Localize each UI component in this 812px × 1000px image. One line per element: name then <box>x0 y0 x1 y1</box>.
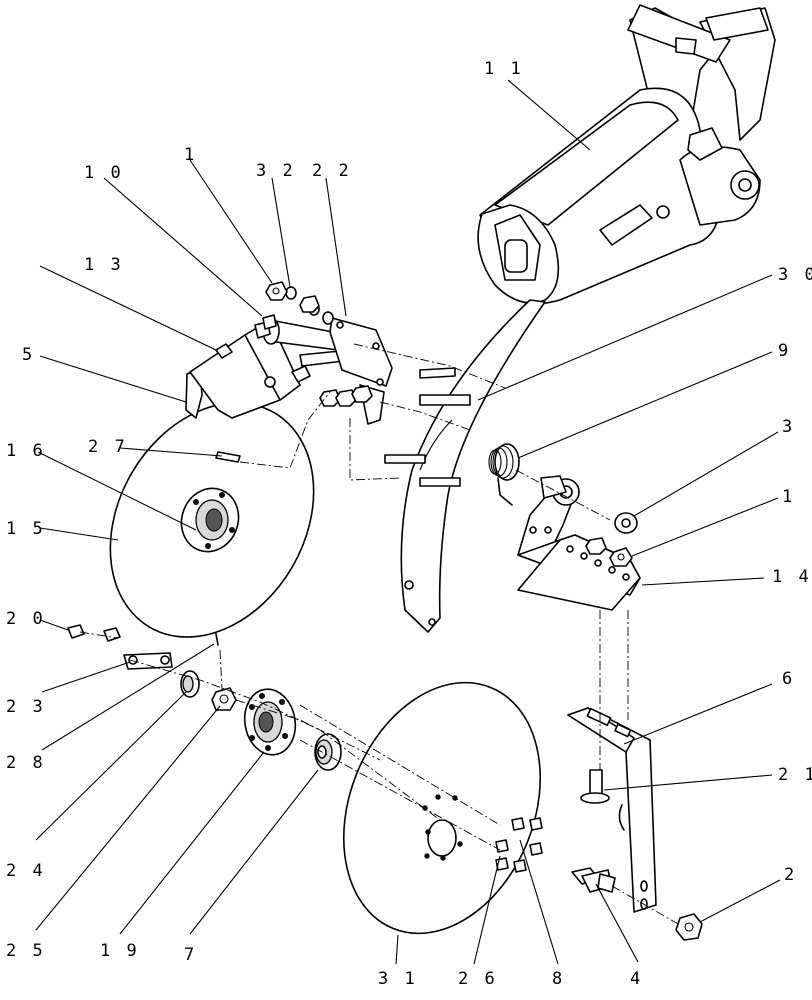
leader-6 <box>623 683 773 745</box>
leader-26 <box>473 855 501 965</box>
part-2-nut <box>675 913 703 941</box>
leader-1-top <box>189 159 273 284</box>
leader-32 <box>271 177 291 288</box>
leader-22 <box>325 177 347 317</box>
arm-nuts-lower <box>319 385 373 407</box>
callout-26: 2 6 <box>458 969 498 989</box>
callout-5: 5 <box>22 345 35 365</box>
callout-27: 2 7 <box>88 437 128 457</box>
leader-13 <box>39 265 217 351</box>
part-26-8-nuts <box>495 817 543 873</box>
callout-3: 3 <box>782 417 795 437</box>
callout-20: 2 0 <box>6 609 46 629</box>
callout-4: 4 <box>630 969 643 989</box>
leader-24 <box>35 691 187 841</box>
leader-28 <box>41 643 215 751</box>
callout-25: 2 5 <box>6 941 46 961</box>
part-14-bracket <box>517 475 641 611</box>
callout-7: 7 <box>184 945 197 965</box>
leader-31 <box>395 934 399 965</box>
callout-21: 2 1 <box>778 765 812 785</box>
part-21-bolt <box>580 769 610 804</box>
callout-14: 1 4 <box>772 567 812 587</box>
part-24-seal <box>180 670 200 698</box>
callout-labels: 1 1 3 0 9 3 1 1 4 6 2 1 2 4 8 2 6 3 1 7 … <box>6 59 812 989</box>
part-19-hub <box>243 688 297 756</box>
part-3-washer <box>614 512 638 534</box>
leader-5 <box>39 355 187 403</box>
part-13-bracket <box>189 319 301 419</box>
leader-11 <box>507 79 591 151</box>
leader-27 <box>119 447 223 457</box>
part-6-depth-bracket <box>567 707 657 913</box>
callout-13: 1 3 <box>84 255 124 275</box>
part-20-bolts <box>67 624 121 642</box>
leader-14 <box>641 577 765 586</box>
leader-19 <box>119 751 265 935</box>
callout-15: 1 5 <box>6 519 46 539</box>
leader-16 <box>37 451 197 531</box>
callout-8: 8 <box>552 969 565 989</box>
leader-10 <box>103 177 263 317</box>
leader-3 <box>633 431 779 517</box>
callout-32: 3 2 <box>256 161 296 181</box>
leader-21 <box>603 774 773 791</box>
part-25-nut <box>211 687 237 711</box>
callout-19: 1 9 <box>100 941 140 961</box>
callout-9: 9 <box>778 341 791 361</box>
leader-8 <box>519 839 559 965</box>
leader-4 <box>595 883 639 963</box>
callout-28: 2 8 <box>6 753 46 773</box>
leader-30 <box>477 274 773 401</box>
callout-2: 2 <box>784 865 797 885</box>
leader-1-right <box>631 497 779 557</box>
callout-1-top: 1 <box>184 145 197 165</box>
leader-15 <box>39 527 119 541</box>
callout-24: 2 4 <box>6 861 46 881</box>
part-11-cylinder-holder <box>477 4 776 305</box>
part-16-hub <box>180 487 240 553</box>
callout-16: 1 6 <box>6 441 46 461</box>
leader-23 <box>41 661 131 693</box>
assembly-centerlines <box>79 343 681 926</box>
leader-20 <box>39 619 69 631</box>
leader-9 <box>517 351 773 459</box>
part-1-nut-top <box>265 281 320 313</box>
callout-11: 1 1 <box>484 59 524 79</box>
part-30-curved-shank <box>384 299 546 633</box>
part-1-nut-right <box>585 537 633 567</box>
part-31-rear-disc <box>342 681 542 935</box>
leader-7 <box>189 769 319 935</box>
callout-1-right: 1 <box>782 487 795 507</box>
part-22-plate <box>329 317 393 425</box>
callout-10: 1 0 <box>84 163 124 183</box>
leader-2 <box>699 879 781 923</box>
part-7-bearing <box>314 733 342 771</box>
callout-6: 6 <box>782 669 795 689</box>
part-9-torsion-spring <box>488 443 520 506</box>
part-4-stud <box>571 867 616 893</box>
callout-22: 2 2 <box>312 161 352 181</box>
callout-23: 2 3 <box>6 697 46 717</box>
callout-31: 3 1 <box>378 969 418 989</box>
part-23-clamp <box>123 652 173 670</box>
leader-lines <box>35 79 781 965</box>
callout-30: 3 0 <box>778 265 812 285</box>
leader-25 <box>35 705 221 931</box>
